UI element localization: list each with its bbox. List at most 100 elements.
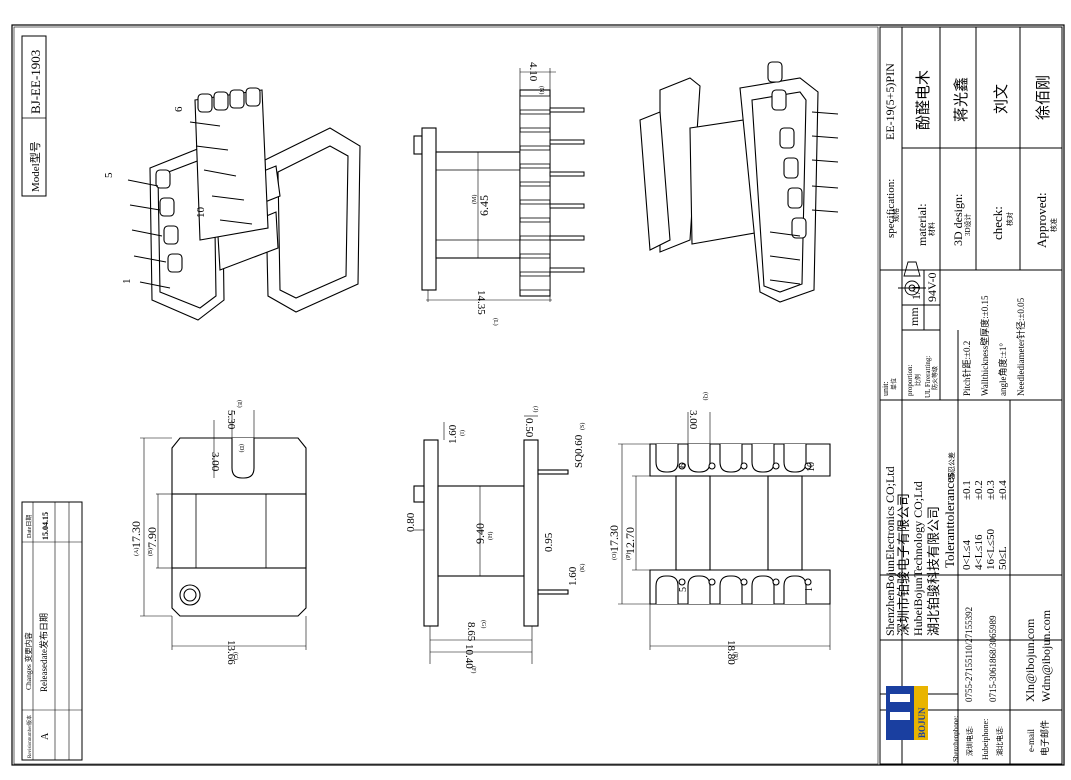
side-view (413, 68, 585, 302)
rev-row-rev: A (40, 732, 51, 740)
material-label: material: (915, 203, 929, 246)
hubei-phone-label: Hubeiphone: (981, 719, 990, 760)
rev-header-date: Date日期 (25, 515, 33, 538)
proportion-value: 1/1 (909, 285, 923, 300)
check-label-cn: 核对 (1005, 212, 1014, 226)
outer-border (11, 24, 1065, 766)
tol-row-3-val: ±0.3 (985, 480, 997, 500)
model-label: Model型号 (28, 141, 42, 192)
dim-j: (J) (532, 406, 539, 412)
logo-text: BOJUN (917, 707, 927, 738)
design-label-cn: 3D设计 (963, 213, 972, 236)
dim-f: (F) (470, 666, 477, 673)
email-label-cn: 电子邮件 (1039, 720, 1050, 756)
model-box: Model型号 BJ-EE-1903 (21, 35, 47, 197)
pin-label-1: 1 (121, 279, 133, 285)
rev-row-change: Releasedate发布日期 (38, 613, 49, 692)
tol-note-1: Pitch针距:±0.2 (961, 341, 972, 396)
rev-header-number: Revisionnumber版本 (26, 715, 33, 758)
company-3: HubeiBojunTechnology CO;Ltd (911, 481, 925, 636)
hubei-phone: 0715-3061868/3065989 (988, 615, 998, 702)
approved-label: Approved: (1034, 192, 1049, 248)
proportion-label-cn: 比例 (914, 374, 922, 386)
dim-i: (I) (459, 430, 466, 436)
tol-title-cn: 容忍公差 (947, 452, 956, 480)
dim-g: (G) (480, 620, 487, 628)
dim-b-18-80: 18.80 (725, 640, 737, 665)
tol-note-2: Wallthickness壁厚度:±0.15 (979, 295, 990, 396)
dim-b-12-70: 12.70 (623, 527, 637, 554)
dim-q: (Q) (702, 392, 709, 400)
dim-1-60: 1.60 (447, 424, 459, 444)
dim-0-50: 0.50 (523, 418, 535, 438)
rev-row-date: 15.04.15 (41, 512, 50, 540)
check-label: check: (990, 206, 1005, 240)
dim-14-35: 14.35 (475, 290, 487, 315)
approved-label-cn: 核准 (1049, 218, 1058, 232)
tol-row-1-val: ±0.1 (961, 480, 973, 500)
dim-l: (L) (492, 318, 499, 326)
tol-note-4: Needlediameter针径:±0.05 (1015, 297, 1026, 396)
dim-3-00: 3.00 (209, 452, 221, 472)
ul-value: 94V-0 (925, 272, 939, 302)
dim-d: (D) (238, 444, 245, 452)
unit-label-cn: 单位 (890, 378, 898, 390)
dim-10-40: 10.40 (463, 644, 475, 669)
dim-8-65: 8.65 (465, 622, 477, 642)
tol-row-2-val: ±0.2 (973, 480, 985, 500)
email-2: Wdm@ibojun.com (1039, 609, 1053, 702)
dim-1-60b: 1.60 (567, 566, 579, 586)
rev-header-changes: Changes 变更内容 (23, 632, 33, 690)
revision-table: Revisionnumber版本 Changes 变更内容 Date日期 A R… (21, 501, 83, 761)
projection-icon (898, 261, 926, 296)
tol-row-3-range: 16<L≤50 (985, 529, 997, 570)
dim-m: (M) (471, 195, 478, 204)
shenzhen-phone-label-cn: 深圳电话: (965, 726, 974, 756)
design-value: 蒋光鑫 (952, 77, 970, 122)
iso-view-bobbin-2 (639, 61, 839, 303)
dim-17-30: 17.30 (129, 521, 143, 548)
ul-label-cn: 防火等级 (931, 366, 939, 390)
material-value: 酚醛电木 (915, 70, 932, 130)
unit-value: mm (907, 307, 921, 326)
dim-p: (P) (625, 553, 632, 560)
design-label: 3D design: (951, 194, 965, 246)
dim-o: (O) (611, 552, 618, 560)
pin-label-5: 5 (103, 172, 115, 178)
dim-6-45: 6.45 (477, 195, 491, 216)
company-4: 湖北铂骏科技有限公司 (926, 506, 941, 636)
pin-label-10: 10 (195, 207, 207, 219)
dim-sq: SQ0.60 (573, 434, 585, 468)
approved-value: 徐佰刚 (1035, 75, 1052, 120)
dim-e: (E) (236, 400, 243, 408)
email-1: Xln@ibojun.com (1023, 618, 1037, 702)
proportion-label: proportion: (906, 364, 914, 396)
front-view (413, 415, 569, 664)
shenzhen-phone: 0755-27155110/27155392 (964, 607, 974, 702)
dim-n: (N) (538, 86, 545, 94)
dim-s: (S) (579, 423, 586, 430)
hubei-phone-label-cn: 湖北电话: (995, 726, 1004, 756)
bojun-logo: BOJUN (886, 686, 928, 740)
material-label-cn: 材料 (927, 222, 936, 236)
dim-c: (C) (232, 652, 239, 660)
model-value: BJ-EE-1903 (28, 50, 43, 114)
dim-0-80: 0.80 (405, 512, 417, 532)
inner-border (13, 26, 879, 765)
ul-label: UL Fireratting: (924, 356, 932, 398)
email-label: e-mail (1026, 729, 1036, 752)
pin-label-6: 6 (173, 106, 185, 112)
pin-label-b5: 5 (678, 587, 689, 592)
pin-label-b10: 10 (806, 462, 817, 472)
tol-row-4-val: ±0.4 (997, 480, 1009, 500)
dim-r: (R) (732, 652, 739, 660)
spec-label-cn: 规格 (891, 208, 900, 222)
iso-view-bobbin (127, 87, 361, 321)
dim-5-30: 5.30 (225, 410, 237, 430)
tol-row-4-range: 50≤L (997, 546, 1009, 570)
dim-a: (A) (133, 548, 140, 556)
pin-label-b1: 1 (804, 587, 815, 592)
dim-9-40: 9.40 (473, 523, 487, 544)
dim-b: (B) (147, 548, 154, 556)
